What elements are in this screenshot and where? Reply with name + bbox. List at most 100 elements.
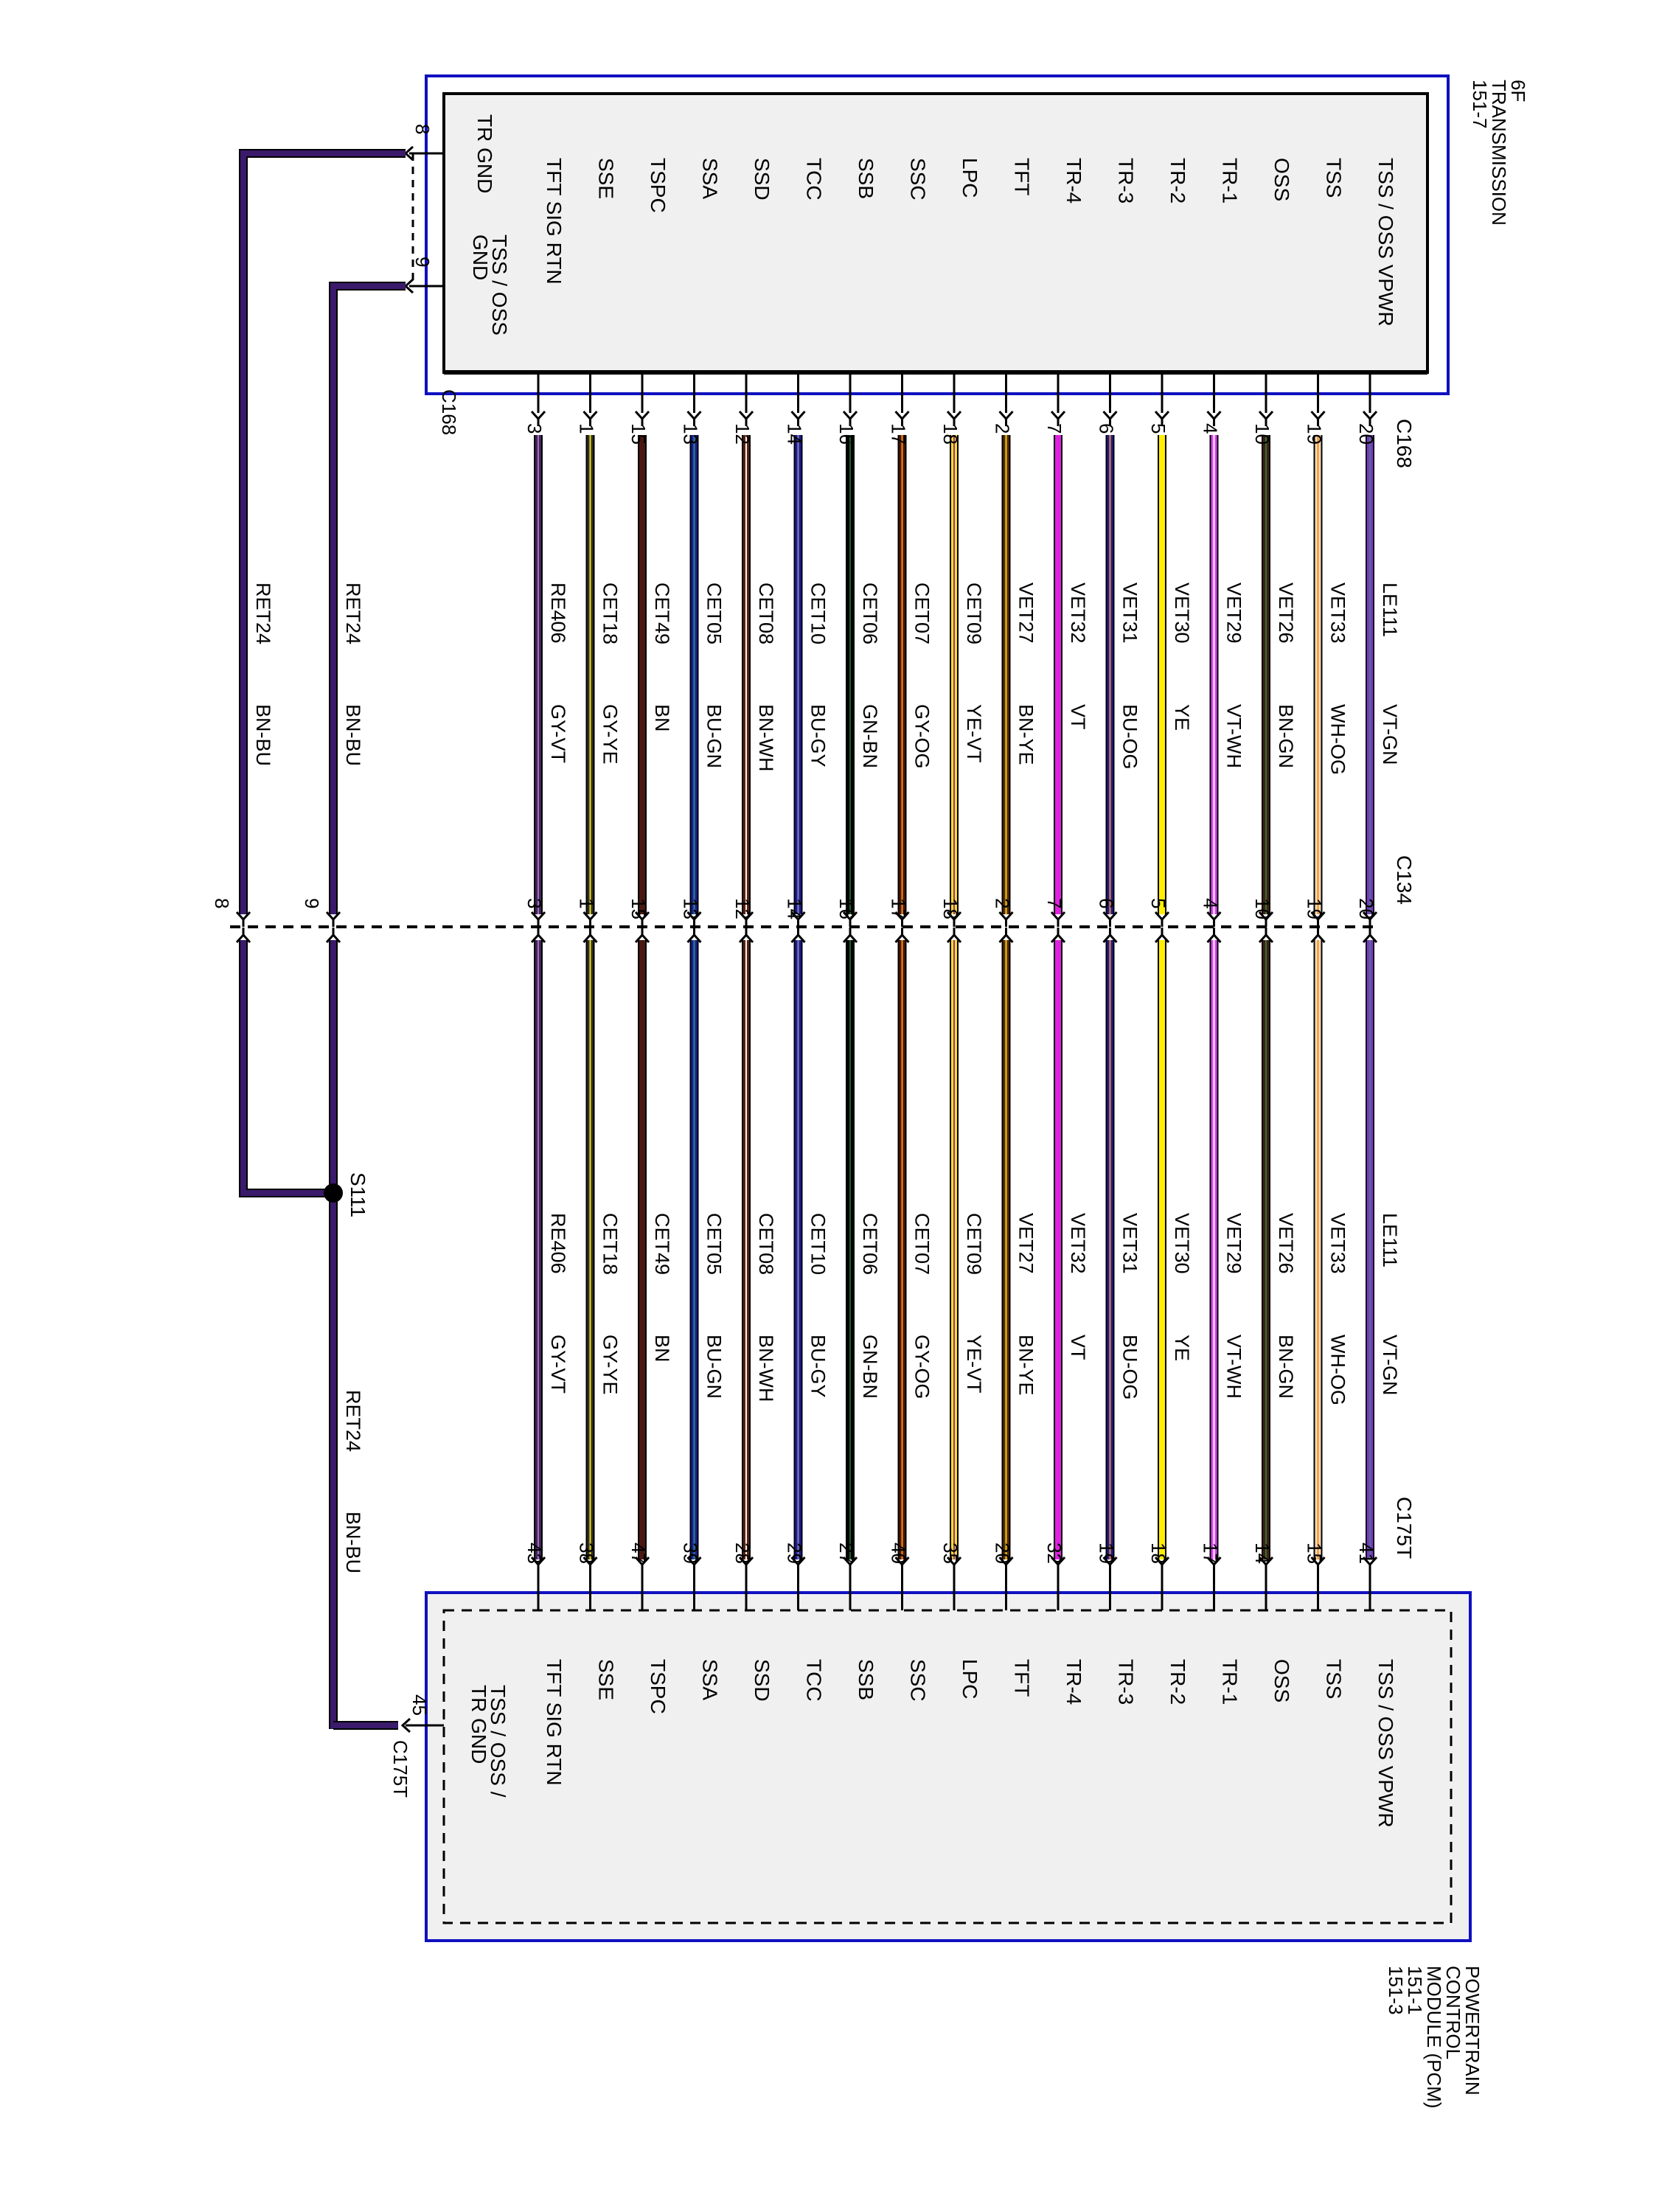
wire-color-label: VT: [1067, 1335, 1089, 1360]
wire-color-label: BN: [651, 1335, 673, 1363]
c175t-pin-number: 38: [576, 1543, 598, 1564]
c134-pin-number: 4: [1200, 898, 1222, 908]
ret24-color-label: BN-BU: [342, 704, 364, 766]
wire-circuit-label: CET06: [859, 582, 881, 644]
c134-pin-number: 19: [1304, 898, 1326, 919]
c175t-pin45-number: 45: [408, 1694, 431, 1716]
wire-color-label: GY-OG: [911, 704, 933, 769]
wire-circuit-label: CET09: [963, 1213, 985, 1275]
transmission-tss-gnd-label: TSS / OSS: [488, 234, 511, 335]
ret24-to-splice-wire: [240, 940, 333, 1196]
splice-s111-dot: [324, 1183, 343, 1203]
c134-pin-number: 7: [1043, 898, 1065, 908]
ret24-tr-gnd-wire: [240, 150, 406, 914]
c134-pin-number: 16: [835, 898, 858, 919]
wire-circuit-label: VET32: [1067, 1213, 1089, 1274]
c168-pin-number: 5: [1147, 423, 1169, 434]
wire-color-label: BU-GN: [703, 1335, 726, 1399]
c168-pin-number: 13: [680, 423, 702, 445]
c175t-gnd-connector-label: C175T: [389, 1740, 411, 1798]
c175t-pin45-fork: [400, 1717, 411, 1733]
wire-circuit-label: VET33: [1327, 1213, 1349, 1274]
c175t-pin-number: 35: [939, 1543, 961, 1564]
wire-circuit-label: CET07: [911, 582, 933, 644]
c175t-pin-number: 27: [835, 1543, 858, 1564]
pcm-signal-label: TR-4: [1062, 1659, 1085, 1705]
wire-color-label: BN-YE: [1015, 1335, 1037, 1396]
transmission-signal-label: TSS / OSS VPWR: [1374, 158, 1397, 327]
wire-color-label: BU-GY: [807, 1335, 830, 1398]
wire-color-label: VT: [1067, 704, 1089, 730]
transmission-tss-gnd-label-2: GND: [469, 234, 492, 280]
wire-color-label: BN-WH: [755, 704, 777, 771]
c168-pin-number: 16: [835, 423, 858, 445]
c134-pin-number: 2: [992, 898, 1014, 908]
c168-pin-number: 17: [888, 423, 910, 445]
pcm-signal-label: TR-3: [1115, 1659, 1138, 1705]
wire-color-label: BN-GN: [1275, 1335, 1297, 1399]
pcm-signal-label: TSS / OSS VPWR: [1374, 1659, 1397, 1828]
wire-color-label: WH-OG: [1327, 1335, 1349, 1405]
transmission-signal-label: TR-1: [1219, 158, 1242, 204]
transmission-title-line: TRANSMISSION: [1488, 80, 1510, 226]
wire-color-label: GY-OG: [911, 1335, 933, 1399]
pcm-title-line: POWERTRAIN: [1461, 1966, 1484, 2096]
c168-pin-number: 10: [1251, 423, 1273, 445]
transmission-signal-label: TSS: [1323, 158, 1346, 198]
c168-pin8-number: 8: [411, 124, 434, 134]
wire-circuit-label: CET10: [807, 582, 830, 644]
pcm-title-line: MODULE (PCM): [1423, 1966, 1445, 2109]
transmission-signal-label: SSE: [595, 158, 618, 199]
wire-color-label: WH-OG: [1327, 704, 1349, 775]
c168-pin-number: 15: [627, 423, 650, 445]
c134-pin-number: 17: [888, 898, 910, 919]
ret24-circuit-label: RET24: [252, 582, 274, 644]
wire-color-label: BU-GN: [703, 704, 726, 768]
c175t-pin-number: 40: [888, 1543, 910, 1564]
c134-pin-number: 14: [784, 898, 806, 919]
c175t-pin-number: 29: [784, 1543, 806, 1564]
c168-pin-number: 14: [784, 423, 806, 445]
pcm-title-line: 151-3: [1385, 1966, 1407, 2015]
transmission-signal-label: SSA: [699, 158, 722, 199]
transmission-outline: [425, 74, 1450, 395]
pcm-signal-label: TSPC: [647, 1659, 669, 1714]
c134-pin-number: 20: [1355, 898, 1377, 919]
c168-pin-number: 3: [524, 423, 546, 434]
wire-circuit-label: VET27: [1015, 582, 1037, 644]
c175t-pin-number: 47: [627, 1543, 650, 1564]
wire-color-label: YE: [1171, 704, 1193, 731]
c175t-pin-number: 41: [1355, 1543, 1377, 1564]
transmission-signal-label: SSB: [855, 158, 877, 199]
c175t-pin-number: 20: [992, 1543, 1014, 1564]
c134-pin-number: 10: [1251, 898, 1273, 919]
wire-color-label: YE-VT: [963, 1335, 985, 1394]
wire-circuit-label: CET18: [599, 582, 622, 644]
c175t-pin-number: 28: [731, 1543, 754, 1564]
pcm-signal-label: TFT: [1011, 1659, 1034, 1697]
c175t-pin-number: 15: [1304, 1543, 1326, 1564]
c168-pin-number: 7: [1043, 423, 1065, 434]
c168-pin-number: 1: [576, 423, 598, 434]
wire-circuit-label: CET08: [755, 1213, 777, 1275]
ret24-tss-gnd-wire: [330, 283, 406, 914]
c134-pin-number: 6: [1096, 898, 1118, 908]
wire-color-label: GN-BN: [859, 704, 881, 768]
c175t-pin-number: 19: [1096, 1543, 1118, 1564]
wire-circuit-label: CET05: [703, 582, 726, 644]
pcm-gnd-label-1: TSS / OSS /: [487, 1685, 509, 1798]
c175t-connector-label: C175T: [1393, 1497, 1416, 1559]
wire-circuit-label: CET06: [859, 1213, 881, 1275]
ret24-to-splice-outline: [239, 940, 333, 1197]
ret24-color-label: BN-BU: [252, 704, 274, 766]
wire-circuit-label: VET29: [1223, 1213, 1245, 1274]
wire-color-label: BN-YE: [1015, 704, 1037, 765]
transmission-signal-label: TCC: [803, 158, 826, 201]
pcm-signal-label: TR-2: [1166, 1659, 1189, 1705]
pcm-title-line: 151-1: [1404, 1966, 1426, 2015]
wire-color-label: BU-GY: [807, 704, 830, 768]
c134-pin-number: 1: [576, 898, 598, 908]
c175t-pin-number: 32: [1043, 1543, 1065, 1564]
wire-color-label: VT-WH: [1223, 1335, 1245, 1399]
